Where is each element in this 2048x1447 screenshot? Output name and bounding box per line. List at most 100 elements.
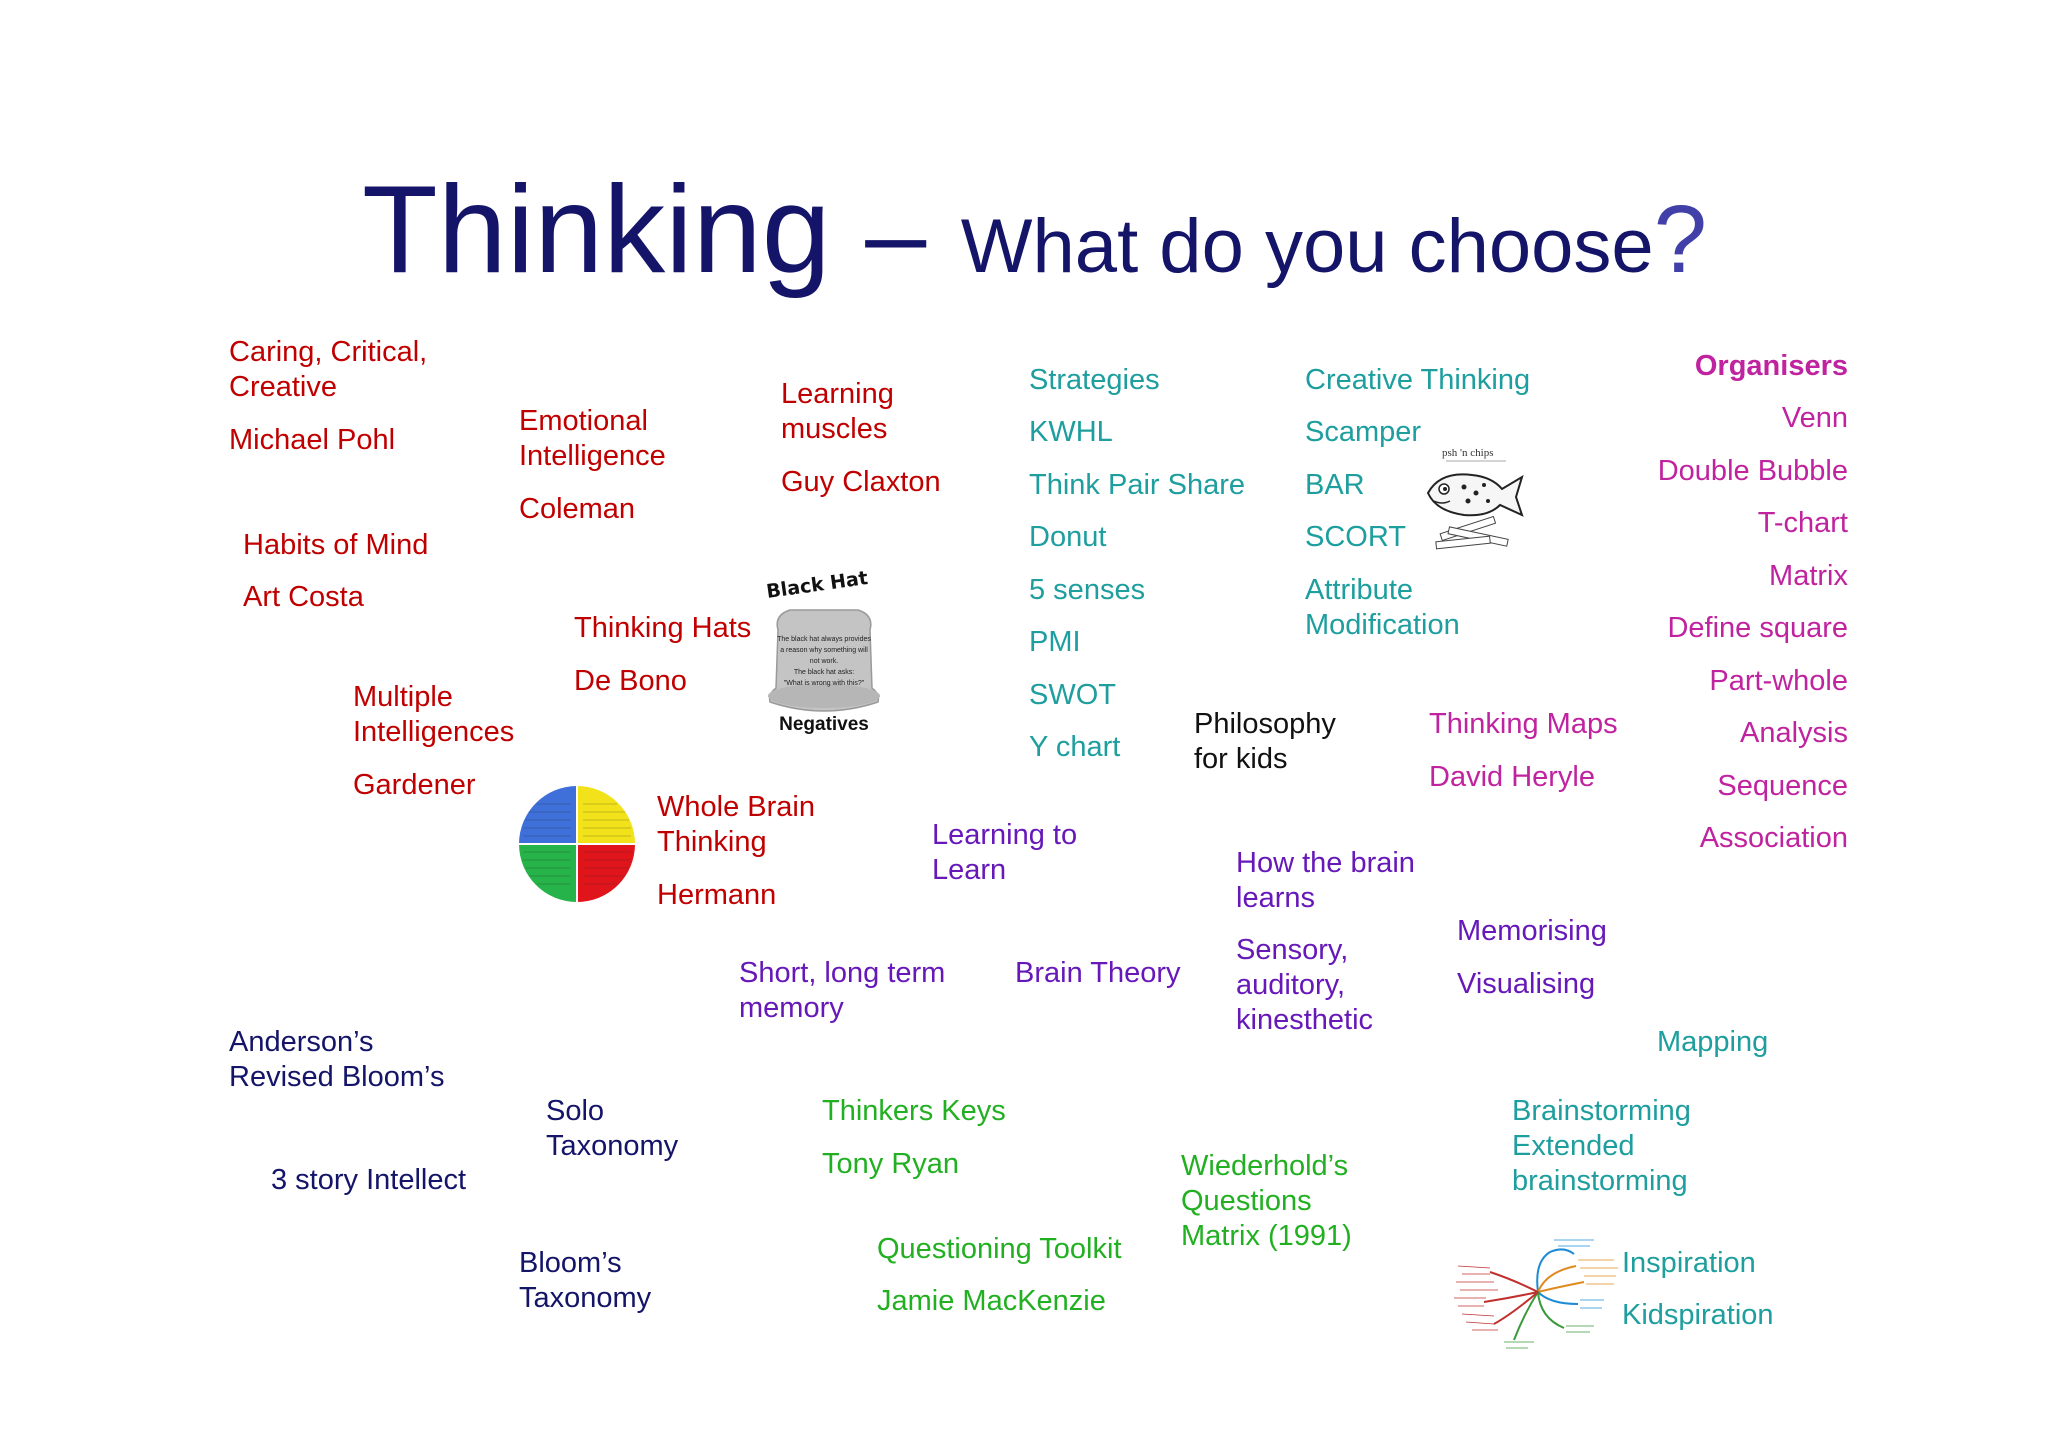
creative-thinking: Creative Thinking (1305, 364, 1531, 396)
coleman: Coleman (519, 493, 636, 525)
andersons-revised-blooms: Anderson’s (229, 1026, 374, 1058)
mapping: Mapping (1657, 1026, 1769, 1058)
wiederholds-questions-matrix-3: Matrix (1991) (1181, 1220, 1352, 1252)
hermann: Hermann (657, 879, 777, 911)
brainstorming: Brainstorming (1512, 1095, 1691, 1127)
kidspiration: Kidspiration (1622, 1299, 1774, 1331)
attribute-modification-2: Modification (1305, 609, 1460, 641)
learning-to-learn: Learning to (932, 819, 1078, 851)
black-hat-icon (768, 609, 880, 712)
whole-brain-thinking-2: Thinking (657, 826, 767, 858)
black-hat-line-5: "What is wrong with this?" (783, 680, 865, 687)
mind-map-icon (1454, 1239, 1618, 1349)
venn: Venn (1781, 402, 1848, 434)
multiple-intelligences-2: Intelligences (353, 716, 515, 748)
habits-of-mind: Habits of Mind (243, 529, 429, 561)
black-hat-line-3: not work. (809, 658, 839, 665)
black-hat-caption: Negatives (779, 714, 869, 735)
guy-claxton: Guy Claxton (781, 466, 941, 498)
title-question-mark: ? (1653, 186, 1708, 293)
kinesthetic: kinesthetic (1236, 1004, 1374, 1036)
strategies: Strategies (1029, 364, 1160, 396)
art-costa: Art Costa (243, 581, 364, 613)
donut: Donut (1029, 521, 1107, 553)
brain-theory: Brain Theory (1015, 957, 1181, 989)
how-the-brain-learns: How the brain (1236, 847, 1415, 879)
jamie-mackenzie: Jamie MacKenzie (877, 1285, 1106, 1317)
black-hat-image: Black Hat The black hat always provides … (760, 567, 888, 740)
scort: SCORT (1305, 521, 1406, 553)
black-hat-description: The black hat always provides a reason w… (760, 634, 888, 689)
think-pair-share: Think Pair Share (1029, 469, 1245, 501)
fish-icon (1426, 460, 1524, 550)
define-square: Define square (1667, 612, 1848, 644)
wiederholds-questions-matrix: Wiederhold’s (1181, 1150, 1349, 1182)
thinkers-keys: Thinkers Keys (822, 1095, 1006, 1127)
scamper: Scamper (1305, 416, 1422, 448)
visualising: Visualising (1457, 968, 1596, 1000)
questioning-toolkit: Questioning Toolkit (877, 1233, 1122, 1265)
black-hat-line-2: a reason why something will (780, 647, 868, 654)
brain-quadrant-icon (519, 786, 635, 902)
black-hat-line-1: The black hat always provides (777, 636, 871, 643)
y-chart: Y chart (1029, 731, 1121, 763)
t-chart: T-chart (1757, 507, 1848, 539)
part-whole: Part-whole (1709, 665, 1848, 697)
michael-pohl: Michael Pohl (229, 424, 396, 456)
blooms-taxonomy-2: Taxonomy (519, 1282, 652, 1314)
philosophy-for-kids-2: for kids (1194, 743, 1288, 775)
extended-brainstorming: Extended (1512, 1130, 1635, 1162)
attribute-modification: Attribute (1305, 574, 1413, 606)
page-title: Thinking – What do you choose? (362, 160, 1707, 317)
fish-n-chips-brand: psh 'n chips (1442, 447, 1494, 459)
whole-brain-thinking: Whole Brain (657, 791, 815, 823)
how-the-brain-learns-2: learns (1236, 882, 1315, 914)
learning-muscles: Learning (781, 378, 894, 410)
multiple-intelligences: Multiple (353, 681, 453, 713)
caring-critical-creative: Caring, Critical, (229, 336, 428, 368)
de-bono: De Bono (574, 665, 687, 697)
organisers-heading: Organisers (1694, 350, 1848, 382)
emotional-intelligence: Emotional (519, 405, 648, 437)
sensory: Sensory, (1236, 934, 1349, 966)
bar: BAR (1305, 469, 1365, 501)
mind-map-image (1454, 1232, 1620, 1350)
learning-to-learn-2: Learn (932, 854, 1007, 886)
david-heryle: David Heryle (1429, 761, 1595, 793)
matrix: Matrix (1769, 560, 1848, 592)
solo-taxonomy-2: Taxonomy (546, 1130, 679, 1162)
pmi: PMI (1029, 626, 1081, 658)
association: Association (1699, 822, 1848, 854)
sequence: Sequence (1717, 770, 1848, 802)
analysis: Analysis (1740, 717, 1848, 749)
inspiration: Inspiration (1622, 1247, 1756, 1279)
fish-n-chips-logo: psh 'n chips (1420, 445, 1526, 555)
double-bubble: Double Bubble (1657, 455, 1848, 487)
tony-ryan: Tony Ryan (822, 1148, 960, 1180)
five-senses: 5 senses (1029, 574, 1146, 606)
three-story-intellect: 3 story Intellect (271, 1164, 467, 1196)
andersons-revised-blooms-2: Revised Bloom’s (229, 1061, 445, 1093)
thinking-maps: Thinking Maps (1429, 708, 1618, 740)
gardener: Gardener (353, 769, 476, 801)
swot: SWOT (1029, 679, 1116, 711)
emotional-intelligence-2: Intelligence (519, 440, 666, 472)
caring-critical-creative-2: Creative (229, 371, 337, 403)
solo-taxonomy: Solo (546, 1095, 605, 1127)
short-long-term-memory: Short, long term (739, 957, 946, 989)
blooms-taxonomy: Bloom’s (519, 1247, 622, 1279)
learning-muscles-2: muscles (781, 413, 888, 445)
title-subtitle: What do you choose (960, 204, 1654, 289)
memorising: Memorising (1457, 915, 1607, 947)
wiederholds-questions-matrix-2: Questions (1181, 1185, 1312, 1217)
whole-brain-quadrant-chart (517, 784, 637, 904)
philosophy-for-kids: Philosophy (1194, 708, 1336, 740)
black-hat-line-4: The black hat asks: (793, 669, 855, 676)
thinking-hats: Thinking Hats (574, 612, 752, 644)
auditory: auditory, (1236, 969, 1346, 1001)
title-dash: – (865, 173, 927, 296)
extended-brainstorming-2: brainstorming (1512, 1165, 1688, 1197)
short-long-term-memory-2: memory (739, 992, 844, 1024)
kwhl: KWHL (1029, 416, 1113, 448)
